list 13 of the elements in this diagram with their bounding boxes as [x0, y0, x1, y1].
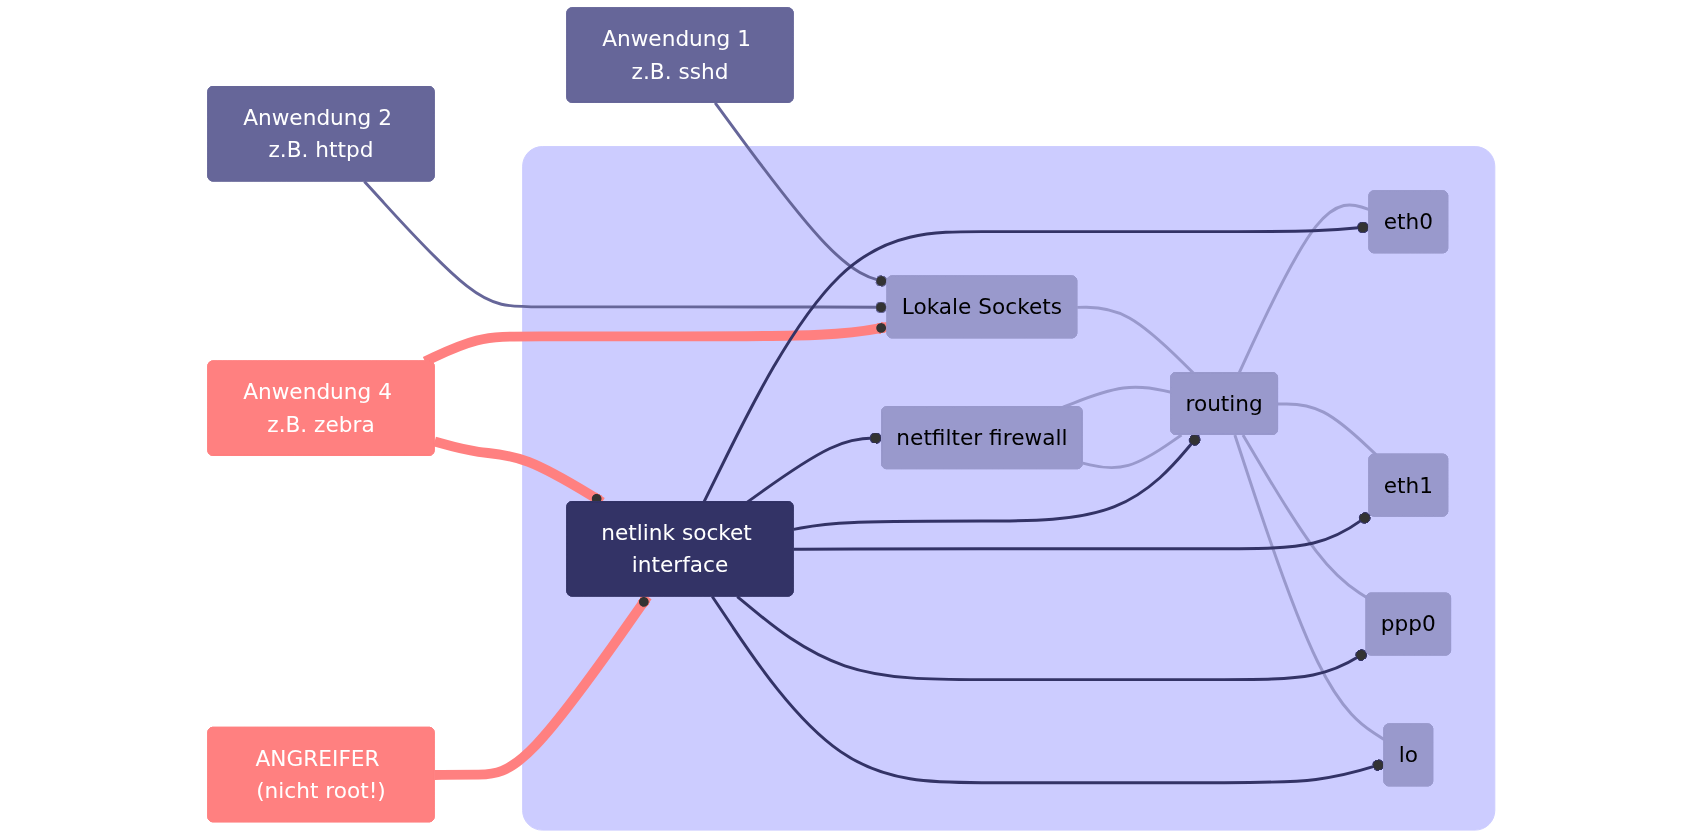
connector	[1082, 433, 1182, 470]
connector	[792, 434, 1201, 531]
connector	[702, 221, 1370, 503]
connector	[713, 101, 888, 287]
connector	[710, 595, 1385, 785]
connector	[1237, 203, 1370, 374]
connector	[1233, 434, 1385, 741]
connector	[793, 512, 1371, 551]
connector	[735, 595, 1368, 682]
connector	[1241, 434, 1368, 599]
connector	[1277, 402, 1377, 456]
connector	[362, 180, 888, 314]
cluster	[521, 146, 1495, 831]
